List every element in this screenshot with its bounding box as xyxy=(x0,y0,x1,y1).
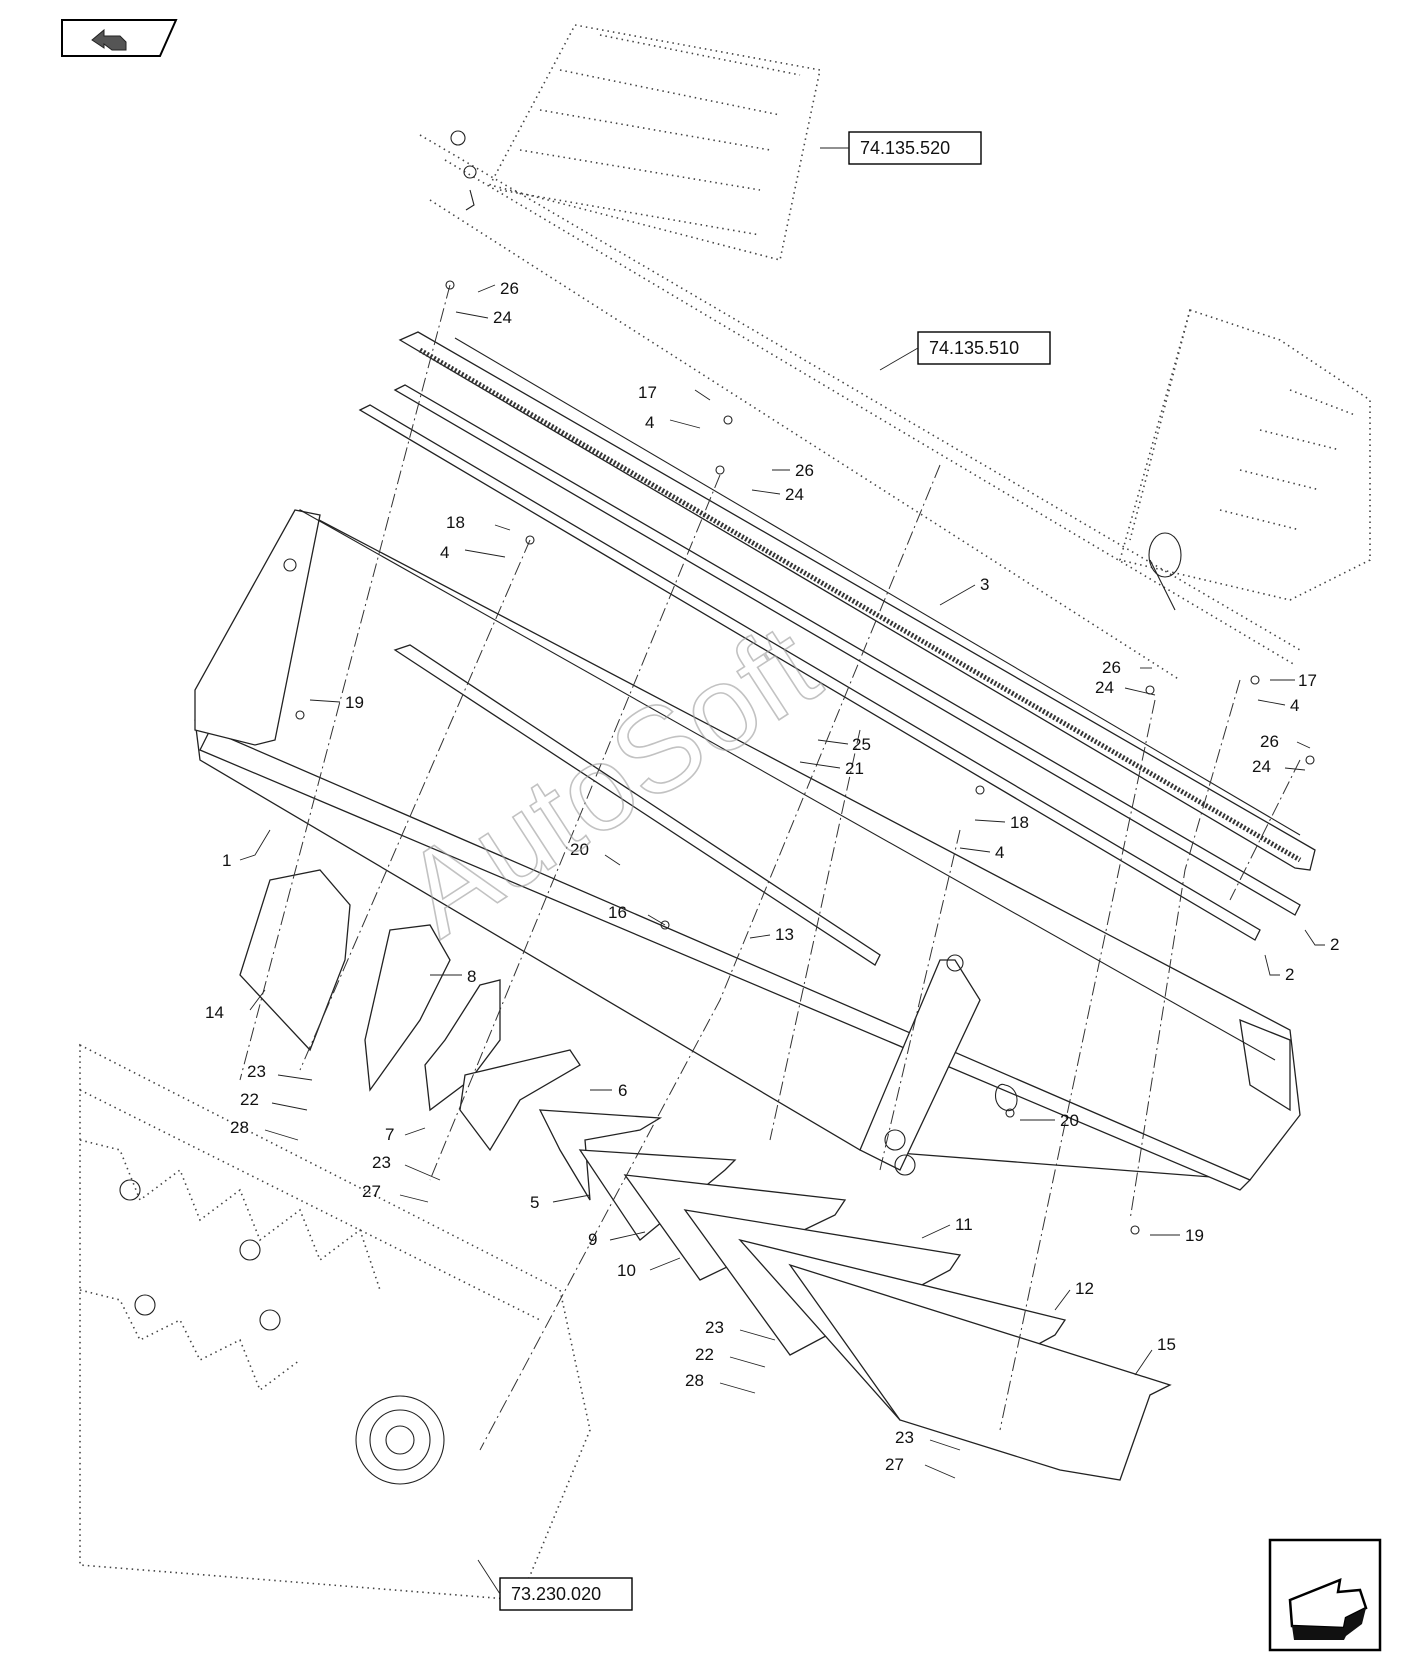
callout-27: 27 xyxy=(362,1182,381,1201)
lower-header-assembly xyxy=(79,1043,591,1601)
part-14-shield xyxy=(239,869,351,1052)
callout-22: 22 xyxy=(240,1090,259,1109)
next-page-button[interactable] xyxy=(1268,1538,1382,1652)
callout-26: 26 xyxy=(795,461,814,480)
callout-2: 2 xyxy=(1285,965,1294,984)
part-7-shield xyxy=(424,979,501,1112)
back-arrow-icon xyxy=(91,28,127,51)
callout-23: 23 xyxy=(705,1318,724,1337)
callout-11: 11 xyxy=(955,1215,973,1234)
callout-12: 12 xyxy=(1075,1279,1094,1298)
forward-arrow-icon xyxy=(1288,1578,1368,1640)
reference-box[interactable]: 73.230.020 xyxy=(477,1559,633,1611)
side-bracket xyxy=(859,954,1018,1176)
callout-1: 1 xyxy=(222,851,231,870)
callout-7: 7 xyxy=(385,1125,394,1144)
callout-2: 2 xyxy=(1330,935,1339,954)
upper-feeder-assembly xyxy=(419,24,1301,681)
callout-13: 13 xyxy=(775,925,794,944)
fasteners xyxy=(295,280,1315,1235)
callout-26: 26 xyxy=(1102,658,1121,677)
callout-14: 14 xyxy=(205,1003,224,1022)
callout-19: 19 xyxy=(345,693,364,712)
callout-28: 28 xyxy=(230,1118,249,1137)
callout-3: 3 xyxy=(980,575,989,594)
callout-18: 18 xyxy=(1010,813,1029,832)
part-15-plate xyxy=(788,1263,1172,1481)
callout-28: 28 xyxy=(685,1371,704,1390)
callout-4: 4 xyxy=(645,413,654,432)
reference-label: 73.230.020 xyxy=(511,1584,601,1604)
callout-23: 23 xyxy=(372,1153,391,1172)
reference-label: 74.135.510 xyxy=(929,338,1019,358)
callout-21: 21 xyxy=(845,759,864,778)
callout-19: 19 xyxy=(1185,1226,1204,1245)
assembly-lines xyxy=(239,284,1301,1451)
right-feeder-assembly xyxy=(1119,308,1371,611)
callout-4: 4 xyxy=(440,543,449,562)
callout-16: 16 xyxy=(608,903,627,922)
callout-22: 22 xyxy=(695,1345,714,1364)
reference-box[interactable]: 74.135.520 xyxy=(820,131,982,165)
callout-18: 18 xyxy=(446,513,465,532)
callout-27: 27 xyxy=(885,1455,904,1474)
callout-8: 8 xyxy=(467,967,476,986)
part-6-shield xyxy=(459,1049,581,1152)
reference-box[interactable]: 74.135.510 xyxy=(879,331,1051,371)
part-3-rack-bar xyxy=(398,331,1316,871)
part-5-shield xyxy=(538,1109,663,1201)
callout-6: 6 xyxy=(618,1081,627,1100)
callout-4: 4 xyxy=(995,843,1004,862)
part-8-shield xyxy=(364,924,451,1092)
callout-10: 10 xyxy=(617,1261,636,1280)
callout-20: 20 xyxy=(1060,1111,1079,1130)
callout-20: 20 xyxy=(570,840,589,859)
prev-page-button[interactable] xyxy=(61,19,178,57)
callout-15: 15 xyxy=(1157,1335,1176,1354)
callout-4: 4 xyxy=(1290,696,1299,715)
callout-17: 17 xyxy=(638,383,657,402)
part-13-strip xyxy=(393,644,881,966)
callout-24: 24 xyxy=(785,485,804,504)
callout-26: 26 xyxy=(500,279,519,298)
callout-25: 25 xyxy=(852,735,871,754)
callout-5: 5 xyxy=(530,1193,539,1212)
callout-17: 17 xyxy=(1298,671,1317,690)
callouts: 26 24 17 4 26 24 18 4 3 19 26 24 17 4 25… xyxy=(205,279,1339,1479)
part-2-strip xyxy=(358,384,1301,941)
callout-9: 9 xyxy=(588,1230,597,1249)
callout-23: 23 xyxy=(247,1062,266,1081)
callout-26: 26 xyxy=(1260,732,1279,751)
reference-label: 74.135.520 xyxy=(860,138,950,158)
callout-23: 23 xyxy=(895,1428,914,1447)
callout-24: 24 xyxy=(1252,757,1271,776)
callout-24: 24 xyxy=(493,308,512,327)
part-1-pan xyxy=(194,509,1301,1191)
callout-24: 24 xyxy=(1095,678,1114,697)
